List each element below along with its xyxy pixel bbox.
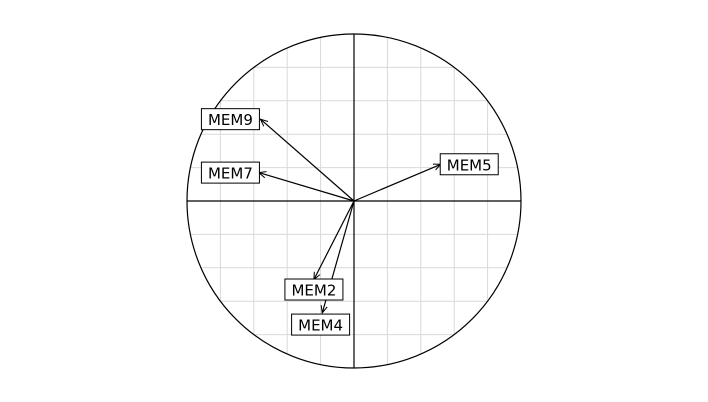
vector-arrow-mem9 <box>260 119 355 202</box>
vector-label-mem5: MEM5 <box>447 156 492 174</box>
vector-arrow-mem5 <box>353 164 441 202</box>
vector-label-box-mem2 <box>284 278 344 301</box>
vector-label-mem7: MEM7 <box>208 165 253 183</box>
vector-label-box-mem9 <box>200 108 260 131</box>
vector-label-box-mem5 <box>439 153 499 176</box>
vector-label-mem2: MEM2 <box>291 282 336 300</box>
vector-label-mem4: MEM4 <box>298 317 343 335</box>
vector-label-box-mem7 <box>200 161 260 184</box>
vector-label-mem9: MEM9 <box>208 111 253 129</box>
vector-arrow-mem7 <box>259 173 355 202</box>
correlation-circle <box>186 33 522 369</box>
vector-arrow-mem2 <box>314 200 355 279</box>
vector-label-box-mem4 <box>291 313 351 336</box>
